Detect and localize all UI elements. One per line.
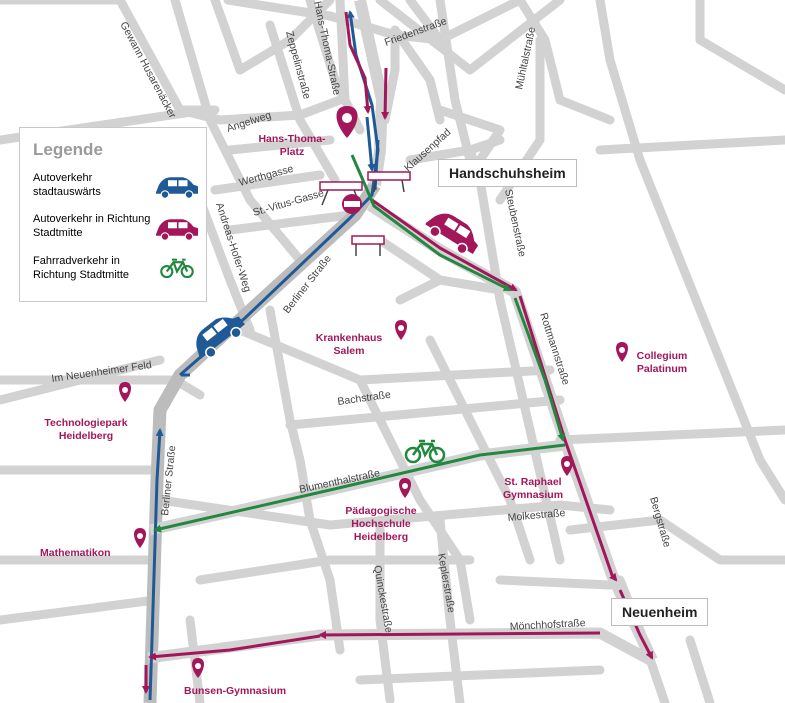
route-inbound xyxy=(142,11,654,694)
road-barrier-3 xyxy=(351,235,385,256)
legend: Legende Autoverkehr stadtauswärts Autove… xyxy=(19,127,207,302)
street-label-gewann-husarenaecker: Gewann Husarenäcker xyxy=(117,20,178,121)
district-label-handschuhsheim: Handschuhsheim xyxy=(438,159,577,187)
pin-krankenhaus-salem xyxy=(395,320,407,340)
street-label-quinckestrasse: Quinckestraße xyxy=(371,564,395,633)
pin-mathematikon xyxy=(134,528,146,548)
legend-item-outbound-label: Autoverkehr stadtauswärts xyxy=(33,172,101,198)
pin-st-raphael xyxy=(561,456,573,476)
street-label-angelweg: Angelweg xyxy=(225,109,273,135)
car-icon xyxy=(156,177,198,199)
car-icon xyxy=(156,219,198,241)
poi-label-mathematikon: Mathematikon xyxy=(40,547,111,559)
pin-paedagogische-hochschule xyxy=(399,478,411,498)
legend-item-inbound-label: Autoverkehr in Richtung Stadtmitte xyxy=(33,213,151,239)
road-barrier-2 xyxy=(367,171,411,193)
car-icon-outbound xyxy=(196,316,245,359)
pin-bunsen-gymnasium xyxy=(192,658,204,678)
bicycle-icon-map xyxy=(404,439,446,464)
street-label-molkestrasse: Molkestraße xyxy=(507,507,566,524)
pin-hans-thoma-platz xyxy=(336,106,358,138)
street-label-bachstrasse: Bachstraße xyxy=(337,389,392,408)
street-label-moenchhofstrasse: Mönchhofstraße xyxy=(510,617,587,633)
street-label-steubenstrasse: Steubenstraße xyxy=(502,188,528,258)
legend-title: Legende xyxy=(33,140,103,159)
no-entry-sign-icon xyxy=(342,194,362,214)
pin-collegium-palatinum xyxy=(616,342,628,362)
route-bike xyxy=(153,154,566,533)
car-icon-inbound xyxy=(425,213,479,255)
bicycle-icon xyxy=(160,258,194,279)
street-label-st-vitus-gasse: St.-Vitus-Gasse xyxy=(252,187,326,219)
poi-label-hans-thoma-platz: Hans-Thoma-Platz xyxy=(258,133,326,158)
poi-label-bunsen-gymnasium: Bunsen-Gymnasium xyxy=(184,685,286,697)
pin-technologiepark xyxy=(119,382,131,402)
district-label-neuenheim: Neuenheim xyxy=(611,598,709,626)
moenchhofstrasse-road xyxy=(147,627,653,665)
rottmannstrasse-road xyxy=(366,199,658,663)
legend-item-bike-label: Fahrradverkehr in Richtung Stadtmitte xyxy=(33,255,129,281)
